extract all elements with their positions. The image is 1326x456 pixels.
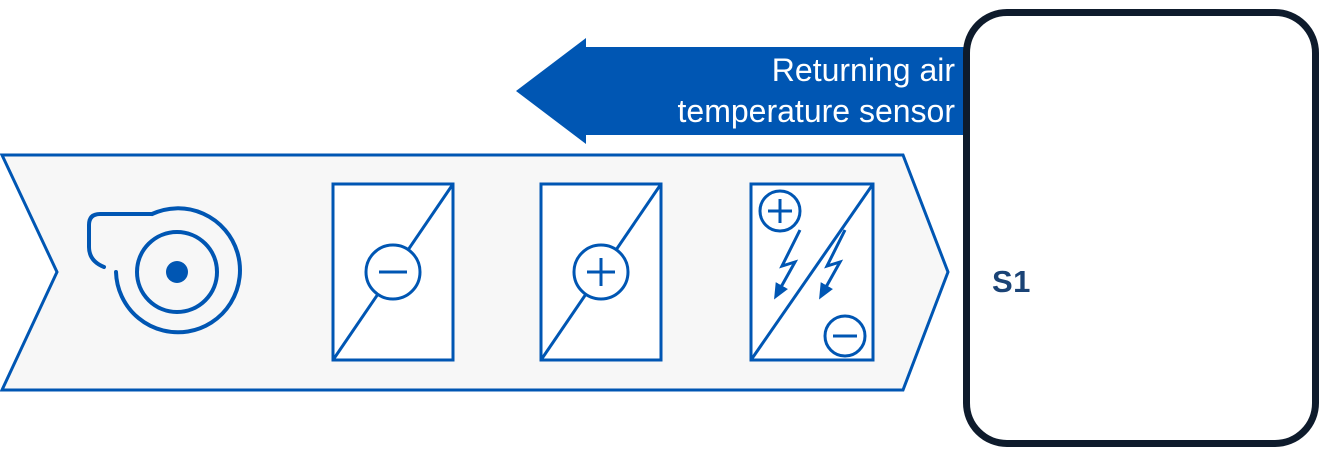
fan-hub-dot — [166, 261, 188, 283]
device-s1-box: S1 — [963, 9, 1319, 447]
return-air-arrow-label: Returning air temperature sensor — [560, 50, 955, 132]
lightning-icon — [819, 229, 847, 300]
lightning-icon — [774, 229, 802, 300]
arrow-label-line1: Returning air — [771, 52, 955, 88]
fan-icon — [87, 206, 242, 335]
electric-heater-icon — [749, 182, 875, 362]
air-flow-band — [0, 153, 950, 392]
device-s1-label: S1 — [992, 264, 1031, 299]
heating-coil-icon — [539, 182, 663, 362]
arrow-label-line2: temperature sensor — [677, 93, 955, 129]
cooling-coil-icon — [331, 182, 455, 362]
return-air-arrow — [516, 38, 966, 144]
